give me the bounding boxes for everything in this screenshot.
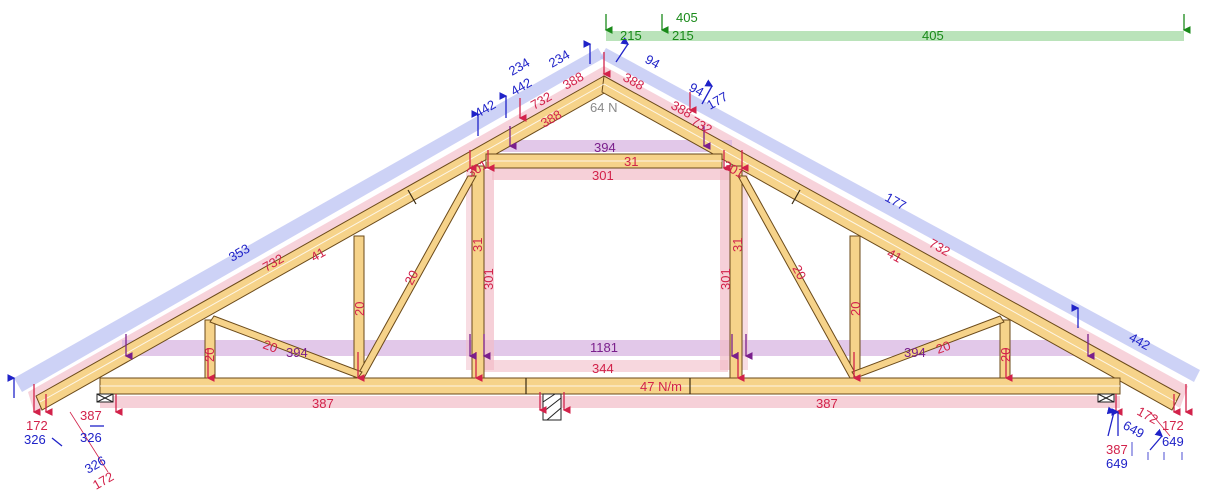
- diagonal-left-short: [209, 315, 363, 379]
- label-red-301-right: 301: [718, 268, 733, 290]
- red-arrows: [32, 52, 1193, 416]
- label-node-force: 64 N: [590, 100, 617, 115]
- support-right: [1097, 393, 1115, 403]
- label-blue-326-a: 326: [24, 432, 46, 447]
- support-left: [96, 393, 114, 403]
- label-red-41-right: 41: [885, 246, 905, 266]
- splice-marks: [407, 189, 801, 394]
- pink-band-post-left: [482, 170, 494, 370]
- label-blue-326-b: 326: [80, 430, 102, 445]
- label-red-20-right1: 20: [848, 302, 863, 316]
- label-distributed-load: 47 N/m: [640, 379, 682, 394]
- label-red-387-left: 387: [312, 396, 334, 411]
- label-red-301-left: 301: [481, 268, 496, 290]
- label-purple-394-top: 394: [594, 140, 616, 155]
- label-red-172-b: 172: [26, 418, 48, 433]
- green-arrows: [604, 14, 1191, 34]
- label-green-215-mid: 215: [672, 28, 694, 43]
- label-blue-649-b: 649: [1162, 434, 1184, 449]
- label-red-387-sr: 387: [1106, 442, 1128, 457]
- label-blue-234-a: 234: [506, 55, 532, 79]
- label-blue-649-c: 649: [1106, 456, 1128, 471]
- label-red-301-top: 301: [592, 168, 614, 183]
- leader-lines: [69, 411, 1171, 473]
- label-blue-94-b: 94: [687, 80, 707, 100]
- label-red-20-right2: 20: [789, 262, 809, 282]
- pink-band-344: [478, 360, 728, 372]
- blue-arrows: [7, 37, 1163, 451]
- label-red-20-left2: 20: [401, 268, 421, 288]
- label-green-405-top: 405: [676, 10, 698, 25]
- label-red-20-left1: 20: [352, 302, 367, 316]
- label-blue-94-a: 94: [643, 52, 663, 72]
- label-red-344: 344: [592, 361, 614, 376]
- label-purple-394-right: 394: [904, 345, 926, 360]
- pink-band-301: [492, 168, 734, 180]
- label-red-20-left4: 20: [261, 337, 280, 356]
- purple-arrows: [124, 126, 1095, 360]
- blue-band-left: [14, 48, 604, 392]
- support-mid: [542, 393, 562, 421]
- label-red-20-right4: 20: [934, 338, 953, 357]
- diagonal-right-short: [851, 315, 1005, 379]
- green-band: [606, 31, 1184, 41]
- label-green-405-right: 405: [922, 28, 944, 43]
- pink-band-post-right: [720, 170, 732, 370]
- label-red-172-c: 172: [1162, 418, 1184, 433]
- label-purple-1181: 1181: [590, 340, 618, 355]
- dash-lines: [1131, 442, 1183, 460]
- label-green-215-left: 215: [620, 28, 642, 43]
- blue-band-right: [600, 48, 1200, 382]
- label-purple-394-left: 394: [286, 345, 308, 360]
- label-red-387-right: 387: [816, 396, 838, 411]
- label-red-31-top: 31: [624, 154, 638, 169]
- label-red-41-left: 41: [308, 244, 328, 264]
- label-red-31-left: 31: [470, 238, 485, 252]
- label-red-20-right3: 20: [998, 348, 1013, 362]
- pink-band-post-right2: [740, 170, 748, 370]
- pink-band-bottom: [100, 396, 1120, 408]
- label-red-387-sl: 387: [80, 408, 102, 423]
- post-right: [729, 165, 743, 379]
- label-red-20-left3: 20: [202, 348, 217, 362]
- pink-band-post-left2: [466, 170, 474, 370]
- label-red-31-right: 31: [730, 238, 745, 252]
- purple-band-top: [494, 140, 732, 152]
